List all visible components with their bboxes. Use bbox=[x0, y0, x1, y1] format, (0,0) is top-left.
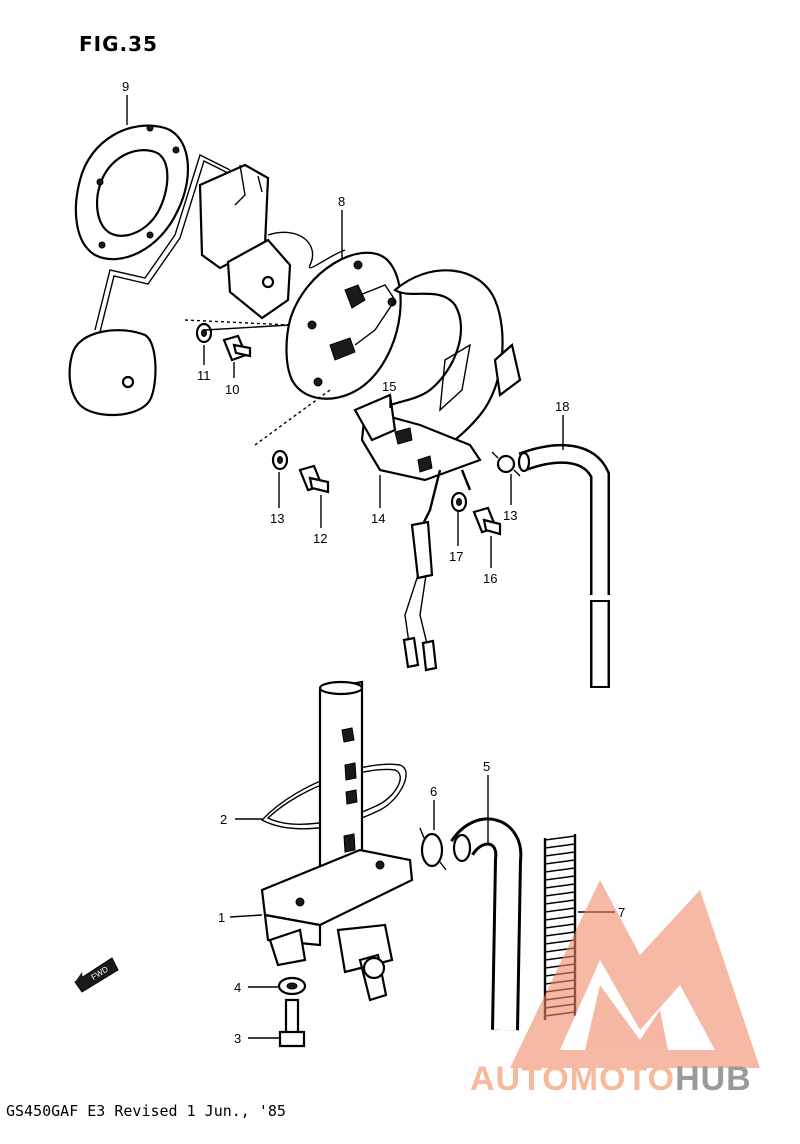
washer-part-17 bbox=[450, 491, 468, 513]
callout-17: 17 bbox=[449, 549, 463, 564]
screw-part-12 bbox=[298, 464, 330, 494]
watermark-logo-icon bbox=[510, 880, 760, 1068]
callout-15: 15 bbox=[382, 379, 396, 394]
callout-labels: 9 8 11 10 15 18 13 12 14 17 16 13 5 6 2 … bbox=[122, 79, 625, 1046]
fuel-level-float bbox=[68, 154, 235, 417]
leader-lines bbox=[126, 95, 615, 1039]
callout-11: 11 bbox=[197, 368, 211, 383]
figure-footer: GS450GAF E3 Revised 1 Jun., '85 bbox=[6, 1102, 286, 1120]
callout-1: 1 bbox=[218, 910, 225, 925]
front-direction-arrow: FWD bbox=[74, 957, 119, 993]
callout-12: 12 bbox=[313, 531, 327, 546]
callout-13-left: 13 bbox=[270, 511, 284, 526]
screw-part-10 bbox=[222, 334, 252, 362]
callout-5: 5 bbox=[483, 759, 490, 774]
mounting-plate-part-8 bbox=[285, 251, 402, 400]
watermark-brand-part2: HUB bbox=[675, 1060, 752, 1098]
washer-part-4 bbox=[277, 976, 307, 996]
watermark-brand-part1: AUTOMOTO bbox=[470, 1060, 676, 1098]
callout-18: 18 bbox=[555, 399, 569, 414]
clip-part-6 bbox=[419, 827, 447, 871]
callout-10: 10 bbox=[225, 382, 239, 397]
fuel-cock-part-1 bbox=[260, 680, 414, 1002]
clip-part-13-right bbox=[491, 451, 521, 477]
callout-9: 9 bbox=[122, 79, 129, 94]
cover-part-14 bbox=[353, 269, 522, 482]
callout-14: 14 bbox=[371, 511, 385, 526]
washer-part-11 bbox=[195, 322, 213, 344]
bolt-part-3 bbox=[278, 998, 306, 1048]
sending-unit-body bbox=[198, 163, 346, 320]
callout-2: 2 bbox=[220, 812, 227, 827]
wire-lead bbox=[402, 469, 472, 672]
watermark-brand: AUTOMOTOHUB bbox=[470, 1060, 752, 1099]
callout-8: 8 bbox=[338, 194, 345, 209]
callout-6: 6 bbox=[430, 784, 437, 799]
screw-part-16 bbox=[472, 506, 502, 536]
assembly-guide-lines bbox=[184, 319, 331, 446]
hose-part-18 bbox=[517, 443, 610, 688]
gasket-part-9 bbox=[74, 124, 190, 261]
hose-part-5 bbox=[450, 817, 523, 1031]
washer-part-13-left bbox=[271, 449, 289, 471]
callout-16: 16 bbox=[483, 571, 497, 586]
callout-3: 3 bbox=[234, 1031, 241, 1046]
figure-title: FIG.35 bbox=[79, 32, 158, 56]
callout-13-right: 13 bbox=[503, 508, 517, 523]
callout-7: 7 bbox=[618, 905, 625, 920]
callout-4: 4 bbox=[234, 980, 241, 995]
